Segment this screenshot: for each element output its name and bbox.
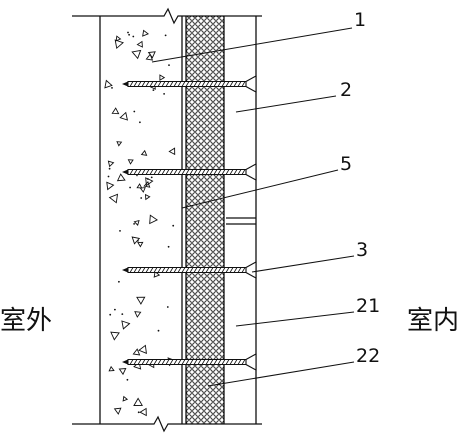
callout-1: 1 (354, 9, 366, 31)
anchor-bolt (122, 75, 257, 93)
anchor-bolt (122, 261, 257, 279)
callout-5: 5 (340, 153, 352, 175)
outdoor-label: 室外 (0, 306, 53, 336)
anchor-group (122, 75, 257, 371)
callout-22: 22 (356, 345, 380, 367)
leader-2 (235, 95, 337, 113)
callout-21: 21 (356, 295, 380, 317)
leader-21 (235, 311, 355, 327)
callout-3: 3 (356, 239, 368, 261)
leader-lines (151, 27, 355, 387)
leader-5 (181, 169, 339, 209)
bottom-break-line (72, 415, 262, 433)
leader-22 (207, 361, 355, 387)
leader-1 (151, 27, 353, 63)
callout-2: 2 (340, 79, 352, 101)
leader-3 (251, 255, 355, 273)
indoor-label: 室内 (407, 306, 460, 336)
anchor-bolt (122, 353, 257, 371)
anchor-bolt (122, 163, 257, 181)
